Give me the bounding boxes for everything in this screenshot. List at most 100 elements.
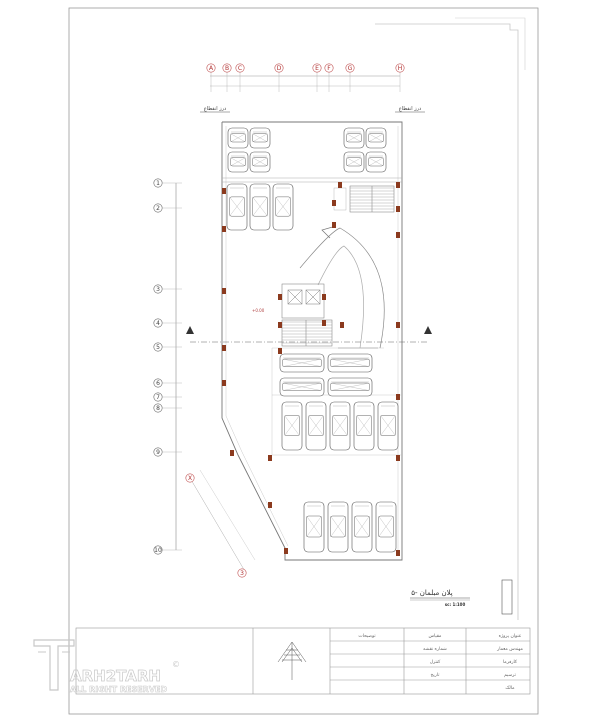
parked-car (305, 401, 327, 451)
parked-car (329, 401, 351, 451)
column (396, 232, 400, 238)
svg-text:D: D (277, 65, 282, 72)
column (396, 206, 400, 212)
svg-text:B: B (225, 65, 229, 72)
column (278, 348, 282, 354)
parked-car (281, 401, 303, 451)
parked-car (351, 501, 373, 553)
column (222, 288, 226, 294)
building-outline (221, 121, 403, 561)
grid-bubble-row-9: 9 (153, 447, 182, 457)
watermark-copyright: © (172, 660, 180, 669)
tb-engineer: مهندس معمار (496, 647, 523, 652)
grid-bubble-D: D (274, 63, 284, 92)
parked-car (353, 401, 375, 451)
parked-car (327, 501, 349, 553)
column (340, 322, 344, 328)
parked-car (327, 353, 373, 373)
grid-bubble-row-5: 5 (153, 342, 182, 352)
plan-title-block: پلان مبلمان -۵ sc: 1:100 (410, 579, 513, 615)
parked-car (377, 401, 399, 451)
svg-text:5: 5 (156, 344, 160, 351)
tb-page: شماره نقشه (423, 647, 447, 652)
svg-text:3: 3 (240, 570, 244, 577)
plan-title: پلان مبلمان -۵ (411, 589, 453, 597)
column (222, 380, 226, 386)
grid-bubble-row-7: 7 (153, 392, 182, 402)
parked-car (279, 377, 325, 397)
column (284, 548, 288, 554)
column (338, 182, 342, 188)
expansion-joint-right: درز انقطاع (399, 106, 422, 112)
corner-frame-line-2 (455, 17, 526, 70)
svg-text:X: X (188, 475, 192, 482)
parked-car (249, 127, 271, 149)
north-box (501, 579, 513, 615)
grid-bubble-F: F (324, 63, 334, 92)
grid-bubble-row-1: 1 (153, 178, 182, 188)
parked-car (226, 183, 248, 231)
svg-text:8: 8 (156, 405, 160, 412)
parked-car (303, 501, 325, 553)
column (332, 222, 336, 228)
column (396, 182, 400, 188)
north-arrow-icon (277, 641, 307, 680)
section-arrow-right-icon (424, 326, 432, 334)
grid-bubble-A: A (206, 63, 216, 92)
tb-drawn-by: ترسیم (504, 673, 517, 678)
parked-car (249, 183, 271, 231)
svg-text:6: 6 (156, 380, 160, 387)
parked-car (365, 151, 387, 173)
column (230, 450, 234, 456)
parked-car (272, 183, 294, 231)
parked-car (227, 127, 249, 149)
svg-text:F: F (327, 65, 331, 72)
watermark-brand: ARH2TARH (70, 667, 161, 685)
column (278, 322, 282, 328)
column (322, 320, 326, 326)
column (322, 294, 326, 300)
tb-employer: کارفرما (503, 659, 518, 665)
ramp (299, 225, 385, 349)
parked-car (227, 151, 249, 173)
column (396, 394, 400, 400)
plan-scale: sc: 1:100 (445, 602, 466, 607)
stair-upper (349, 185, 395, 213)
parked-car (343, 151, 365, 173)
small-room (333, 187, 347, 211)
grid-bubble-row-10: 10 (153, 545, 182, 555)
watermark-rights: ALL RIGHT RESERVED (70, 685, 167, 694)
parked-car (343, 127, 365, 149)
parked-car (365, 127, 387, 149)
tb-project-title: عنوان پروژه (499, 634, 522, 639)
svg-text:H: H (398, 65, 403, 72)
column (268, 455, 272, 461)
column (332, 200, 336, 206)
svg-text:1: 1 (156, 180, 160, 187)
column (268, 502, 272, 508)
diagonal-grid-line (189, 477, 247, 574)
grid-bubble-row-3: 3 (153, 284, 182, 294)
grid-bubble-H: H (395, 63, 405, 92)
corner-frame-line (375, 23, 519, 620)
structural-columns (222, 182, 400, 556)
tb-date-field: تاریخ (431, 673, 441, 678)
level-mark: +0.00 (252, 308, 265, 313)
parked-car (279, 353, 325, 373)
column (222, 188, 226, 194)
grid-bubble-C: C (235, 63, 245, 92)
diagonal-bubble-3: 3 (237, 568, 247, 578)
grid-bubble-row-4: 4 (153, 318, 182, 328)
svg-text:C: C (238, 65, 242, 72)
row-grid: 1 2 3 4 5 6 7 8 9 10 (153, 178, 182, 555)
svg-text:2: 2 (156, 205, 160, 212)
column (222, 226, 226, 232)
column (278, 294, 282, 300)
title-block (75, 627, 531, 695)
watermark-logo: ARH2TARH © ALL RIGHT RESERVED (33, 639, 180, 694)
parked-car (327, 377, 373, 397)
section-line (186, 326, 432, 343)
tb-checked: کنترل (430, 659, 441, 665)
